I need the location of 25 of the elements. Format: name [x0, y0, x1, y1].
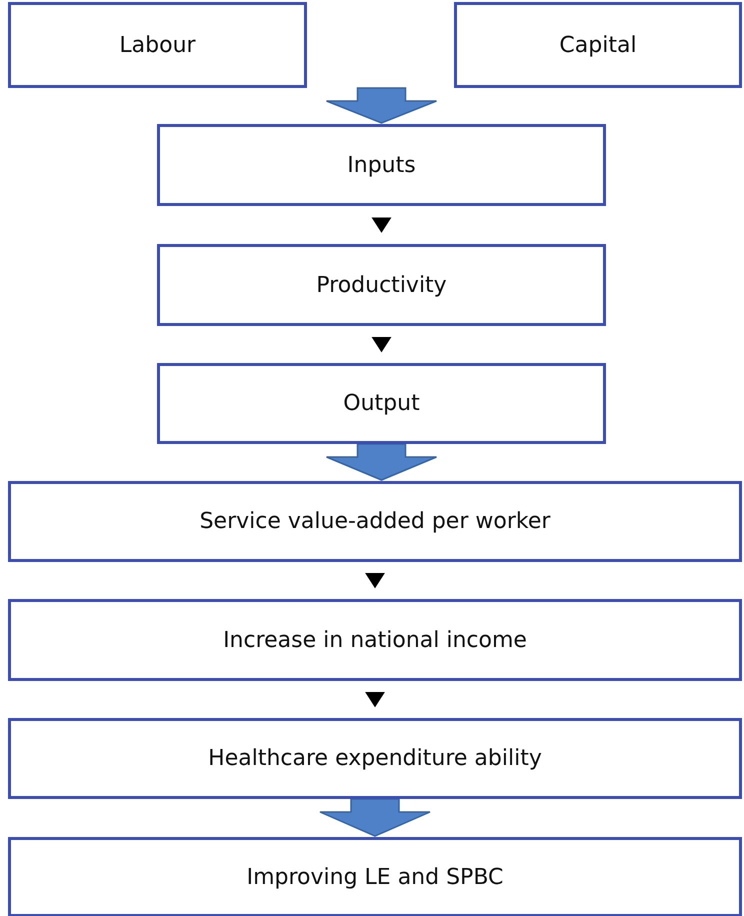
- process-box: [157, 244, 606, 326]
- arrowhead: [372, 218, 392, 233]
- process-box: [8, 2, 307, 88]
- process-box: [8, 837, 742, 916]
- process-box: [8, 481, 742, 562]
- block-arrow: [326, 443, 438, 481]
- process-box: [454, 2, 742, 88]
- box-label: Healthcare expenditure ability: [208, 746, 542, 771]
- box-label: Improving LE and SPBC: [246, 864, 504, 890]
- process-box: [157, 124, 606, 206]
- box-label: Labour: [119, 32, 196, 58]
- box-label: Service value-added per worker: [200, 509, 550, 534]
- process-box: [8, 599, 742, 681]
- process-box: [8, 718, 742, 799]
- box-label: Capital: [559, 32, 637, 58]
- process-box: [157, 363, 606, 444]
- box-label: Increase in national income: [223, 628, 527, 652]
- block-arrow: [326, 87, 438, 124]
- arrowhead: [365, 692, 385, 708]
- box-label: Productivity: [316, 272, 447, 298]
- box-label: Output: [343, 391, 420, 416]
- arrowhead: [372, 337, 392, 352]
- arrowhead: [365, 573, 385, 588]
- box-label: Inputs: [347, 152, 416, 178]
- block-arrow: [319, 798, 431, 837]
